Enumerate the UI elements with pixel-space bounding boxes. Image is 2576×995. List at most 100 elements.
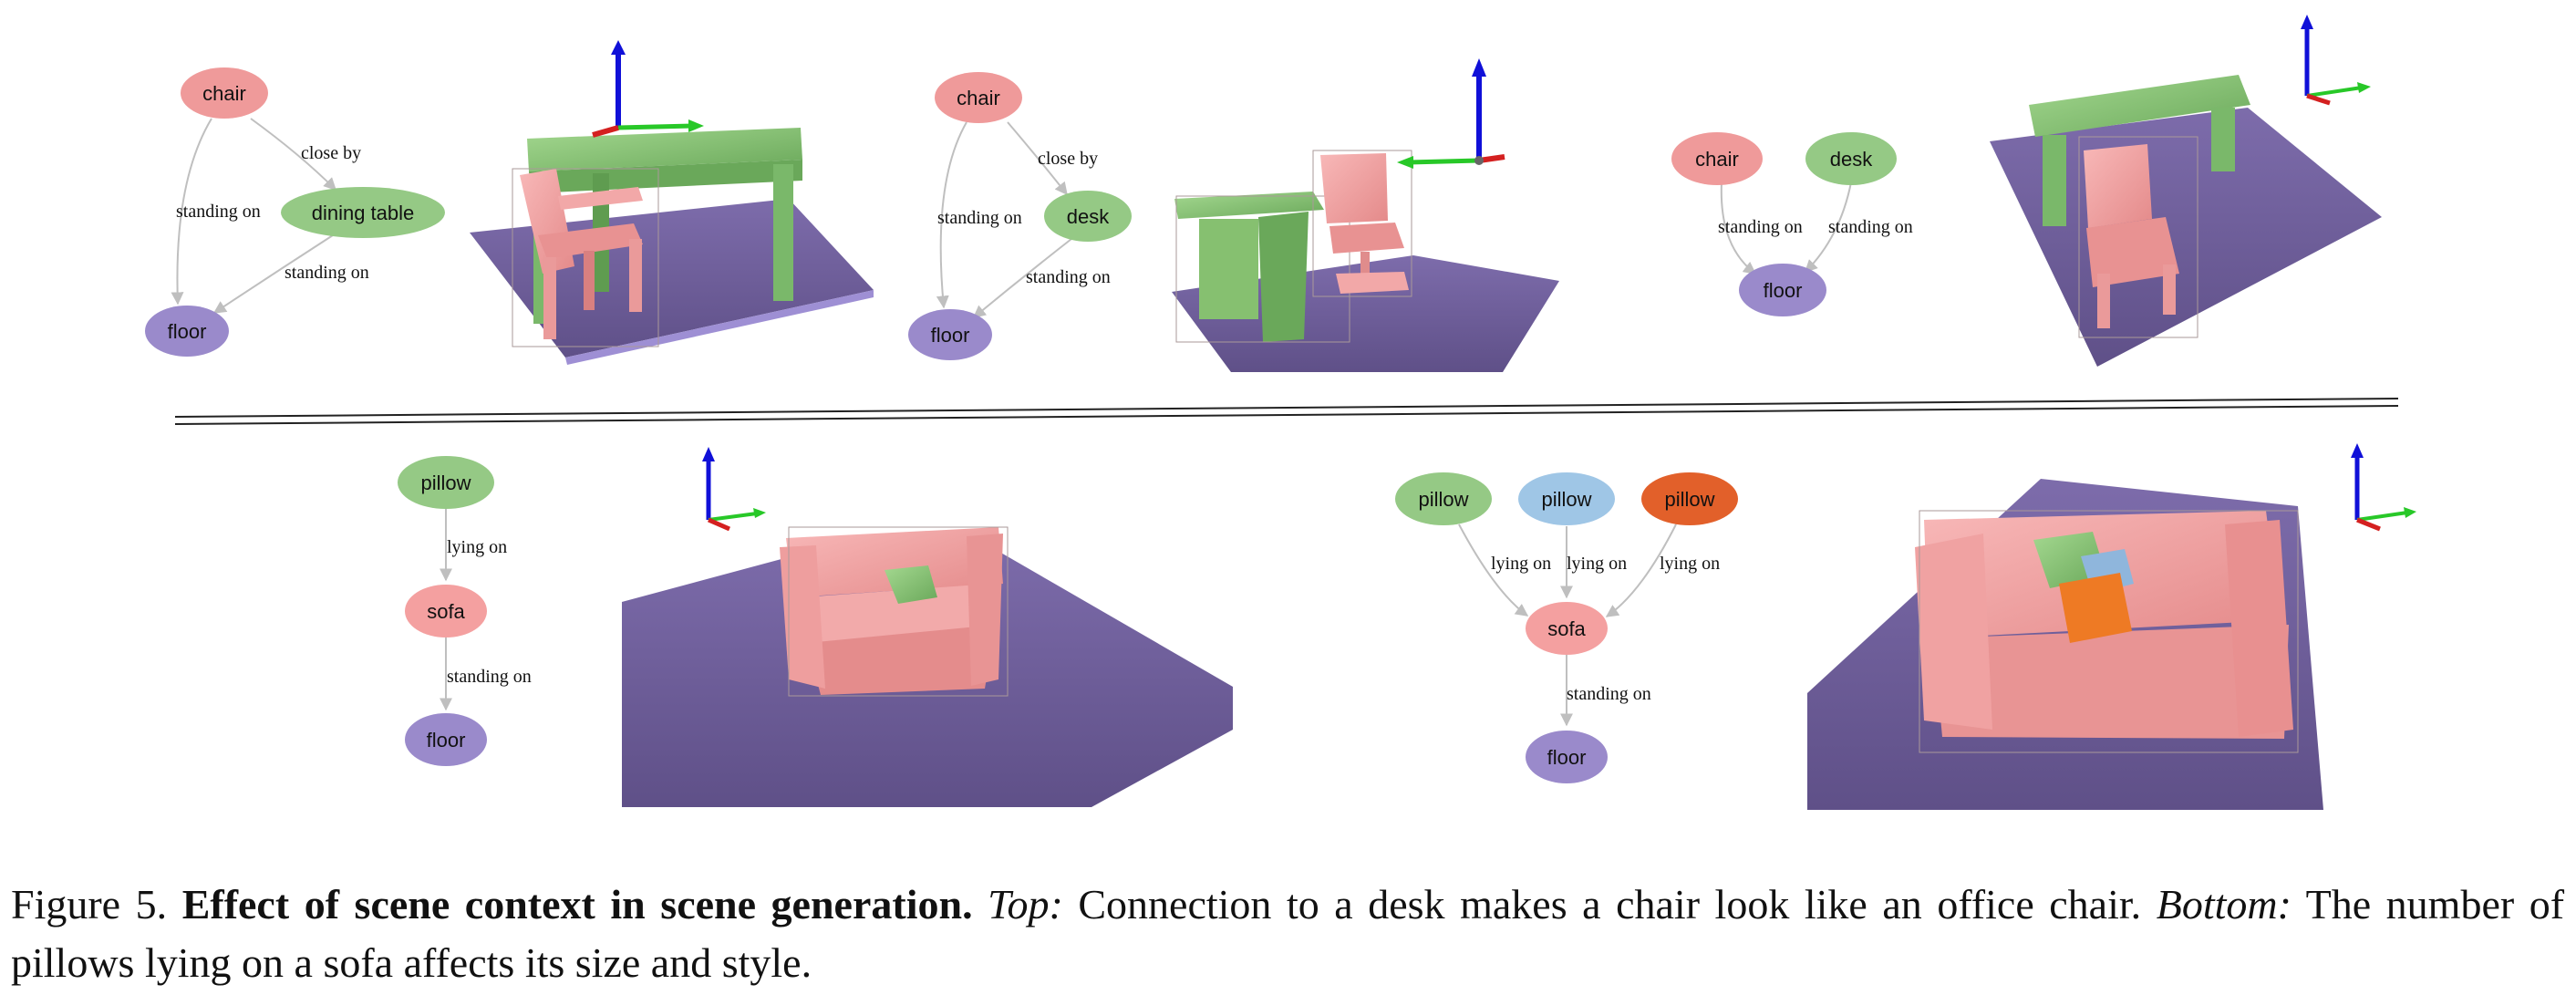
node-desk (1805, 132, 1897, 185)
node-floor (145, 306, 229, 357)
node-floor-label: floor (1547, 746, 1587, 769)
chair-back (1320, 153, 1388, 223)
node-desk-label: desk (1830, 148, 1873, 171)
node-desk (1044, 191, 1132, 242)
edge-pillow1-sofa (1458, 523, 1529, 617)
chair-leg (543, 257, 556, 339)
edge-label-table-floor: standing on (284, 263, 369, 283)
chair-seat (538, 223, 643, 259)
edge-label-chair-floor: standing on (937, 208, 1022, 228)
node-floor (908, 309, 992, 360)
edge-desk-floor (1805, 181, 1852, 273)
node-floor-label: floor (168, 320, 207, 343)
desk-leg (2211, 108, 2235, 171)
edge-chair-floor (936, 121, 967, 309)
node-pillow-label: pillow (420, 472, 471, 494)
edge-close-by (1007, 121, 1068, 196)
desk-side (1258, 212, 1309, 342)
pillow-orange (2059, 573, 2132, 643)
node-pillow-orange-label: pillow (1664, 488, 1714, 511)
chair-leg (584, 251, 595, 310)
edge-desk-floor (972, 238, 1072, 318)
caption-bottom-text: The number of pillows lying on a sofa af… (11, 881, 2565, 986)
chair-leg (2097, 274, 2110, 328)
edge-label-desk-floor: standing on (1026, 267, 1111, 287)
node-dining-table-label: dining table (312, 202, 415, 224)
divider-line (174, 405, 2399, 425)
render-3 (1990, 15, 2382, 367)
caption-label: Figure 5. (11, 881, 168, 928)
sofa-back (786, 527, 1003, 597)
divider-line (174, 398, 2399, 418)
axis-y (708, 512, 758, 522)
caption-bottom-tag: Bottom: (2156, 881, 2292, 928)
node-chair (935, 72, 1022, 123)
caption-top-text: Connection to a desk makes a chair look … (1078, 881, 2142, 928)
chair-leg (2163, 264, 2176, 315)
node-floor-label: floor (427, 729, 466, 751)
edge-label-lying-on-2: lying on (1567, 554, 1627, 574)
axis-y (617, 123, 694, 130)
node-pillow-green-label: pillow (1418, 488, 1468, 511)
edge-label-lying-on-3: lying on (1660, 554, 1720, 574)
node-floor (405, 713, 487, 766)
desk-leg (2043, 135, 2066, 226)
sofa-front (807, 625, 996, 695)
edge-close-by (250, 118, 336, 191)
node-pillow-blue-label: pillow (1541, 488, 1591, 511)
scene-graph-1: chair dining table floor close by standi… (145, 67, 445, 357)
scene-graph-5: pillow pillow pillow sofa floor lying on… (1395, 472, 1738, 783)
render-2 (1172, 58, 1559, 372)
edge-label-close-by: close by (301, 143, 361, 163)
edge-chair-floor (1720, 181, 1757, 275)
edge-label-desk-floor: standing on (1828, 217, 1913, 237)
sofa-front (1933, 625, 2289, 739)
chair-seat (2086, 217, 2179, 287)
node-sofa-label: sofa (1547, 617, 1586, 640)
axis-x (2306, 93, 2331, 106)
node-pillow-orange (1641, 472, 1738, 525)
chair-leg (629, 239, 642, 312)
figure-caption: Figure 5. Effect of scene context in sce… (11, 876, 2564, 992)
table-leg (773, 164, 793, 301)
node-dining-table (281, 187, 445, 238)
chair-back (2084, 144, 2152, 228)
node-pillow-green (1395, 472, 1492, 525)
node-desk-label: desk (1067, 205, 1110, 228)
node-chair-label: chair (957, 87, 1000, 109)
edge-label-sofa-floor: standing on (1567, 684, 1651, 704)
node-chair-label: chair (202, 82, 246, 105)
floor-plane (470, 199, 874, 358)
sofa-arm (967, 534, 1003, 686)
desk-top (2029, 75, 2250, 137)
node-chair-label: chair (1695, 148, 1739, 171)
axis-y (2306, 86, 2363, 98)
pillow (885, 565, 937, 604)
edge-pillow3-sofa (1605, 523, 1677, 617)
scene-graph-4: pillow sofa floor lying on standing on (398, 456, 532, 766)
edge-label-pillow-sofa: lying on (447, 537, 507, 557)
edge-label-close-by: close by (1038, 149, 1098, 169)
node-floor-label: floor (931, 324, 970, 347)
node-sofa-label: sofa (427, 600, 465, 623)
axis-x (2356, 517, 2381, 532)
node-sofa (405, 585, 487, 637)
node-sofa (1526, 602, 1608, 655)
node-chair (1671, 132, 1763, 185)
edge-chair-floor (171, 118, 212, 306)
scene-graph-2: chair desk floor close by standing on st… (908, 72, 1132, 360)
edge-label-chair-floor: standing on (176, 202, 261, 222)
desk-top (1174, 192, 1324, 219)
sofa-arm (2225, 520, 2293, 737)
node-floor (1526, 731, 1608, 783)
scene-graph-3: chair desk floor standing on standing on (1671, 132, 1913, 316)
render-1 (470, 40, 874, 365)
axis-x (592, 125, 619, 138)
render-4 (622, 447, 1233, 807)
figure-5-graphic: chair dining table floor close by standi… (145, 15, 2416, 810)
chair-base (1336, 272, 1409, 294)
chair-seat (1329, 223, 1404, 254)
sofa-arm (780, 545, 825, 689)
node-pillow-blue (1518, 472, 1615, 525)
edge-label-sofa-floor: standing on (447, 667, 532, 687)
